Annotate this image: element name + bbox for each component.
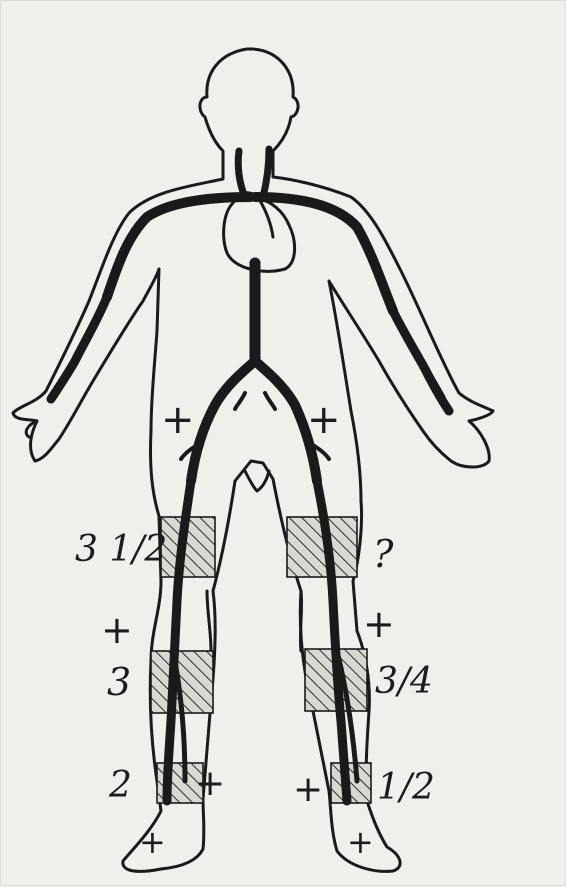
label-left-ankle: 1/2	[377, 767, 435, 808]
left-carotid	[263, 149, 269, 197]
internal-iliac-right	[235, 393, 245, 409]
plus-marker-left-ankle: +	[293, 769, 323, 810]
label-right-ankle: 2	[108, 765, 132, 806]
label-right-calf: 3	[107, 660, 131, 704]
body-outline	[13, 49, 493, 871]
label-right-thigh: 3 1/2	[75, 529, 167, 570]
plus-marker-left-foot: +	[347, 823, 374, 861]
plus-marker-right-knee: +	[101, 608, 133, 652]
right-knee-line	[207, 591, 211, 651]
label-left-thigh: ?	[373, 532, 394, 576]
plus-marker-left-hip: +	[307, 397, 341, 443]
internal-iliac-left	[265, 393, 275, 409]
right-carotid	[238, 151, 245, 197]
label-left-calf: 3/4	[375, 661, 433, 702]
left-knee-line	[300, 591, 301, 651]
right-iliac	[191, 361, 255, 481]
left-radial	[405, 331, 443, 397]
crotch-line	[245, 471, 269, 491]
plus-marker-right-ankle: +	[195, 763, 225, 804]
plus-marker-right-hip: +	[161, 397, 195, 443]
plus-marker-left-knee: +	[363, 602, 395, 646]
plus-marker-right-foot: +	[139, 823, 166, 861]
